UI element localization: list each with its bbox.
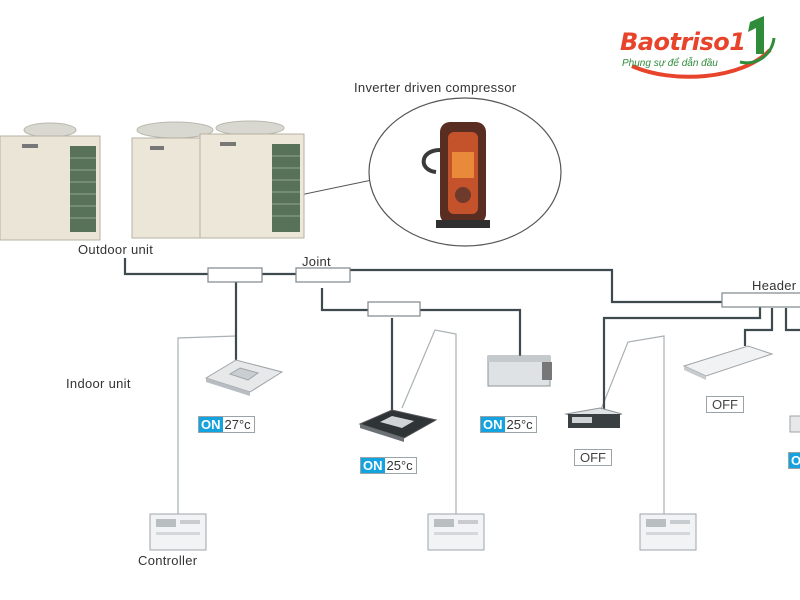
controller-3 xyxy=(639,513,697,551)
edge-unit xyxy=(789,415,800,433)
controller-label: Controller xyxy=(138,553,198,568)
status-badge-ducted-2: OFF xyxy=(574,449,612,466)
outdoor-unit-label: Outdoor unit xyxy=(78,242,154,257)
brand-name: Baotriso1 xyxy=(620,28,746,56)
controller-2 xyxy=(427,513,485,551)
status-badge-cassette-2: ON 25°c xyxy=(360,457,417,474)
controller-1 xyxy=(149,513,207,551)
status-badge-ducted-1: ON 25°c xyxy=(480,416,537,433)
on-indicator: ON xyxy=(361,458,385,473)
compressor-label: Inverter driven compressor xyxy=(354,80,517,95)
on-indicator: ON xyxy=(199,417,223,432)
indoor-unit-label: Indoor unit xyxy=(66,376,131,391)
control-wiring xyxy=(177,329,665,522)
status-badge-ceiling: OFF xyxy=(706,396,744,413)
on-indicator: ON xyxy=(481,417,505,432)
ducted-unit-2 xyxy=(564,407,623,428)
joint-label: Joint xyxy=(302,254,331,269)
brand-logo: Baotriso1 Phụng sự để dẫn đầu xyxy=(612,14,782,84)
temperature-readout: 27°c xyxy=(224,417,251,432)
cassette-unit-2 xyxy=(358,409,438,442)
status-badge-cassette-1: ON 27°c xyxy=(198,416,255,433)
outdoor-unit-right xyxy=(199,120,305,239)
cassette-unit-1 xyxy=(204,359,284,396)
logo-swoosh-icon xyxy=(631,16,776,79)
refrigerant-piping xyxy=(123,258,800,412)
joints xyxy=(207,267,800,317)
brand-slogan: Phụng sự để dẫn đầu xyxy=(622,58,718,69)
ceiling-unit xyxy=(682,345,774,380)
ducted-unit-1 xyxy=(487,355,552,387)
outdoor-unit-left xyxy=(0,122,101,241)
on-indicator: O xyxy=(789,453,800,468)
compressor-icon xyxy=(421,122,490,228)
temperature-readout: 25°c xyxy=(506,417,533,432)
header-label: Header xyxy=(752,278,797,293)
temperature-readout: 25°c xyxy=(386,458,413,473)
status-badge-edge: O xyxy=(788,452,800,469)
